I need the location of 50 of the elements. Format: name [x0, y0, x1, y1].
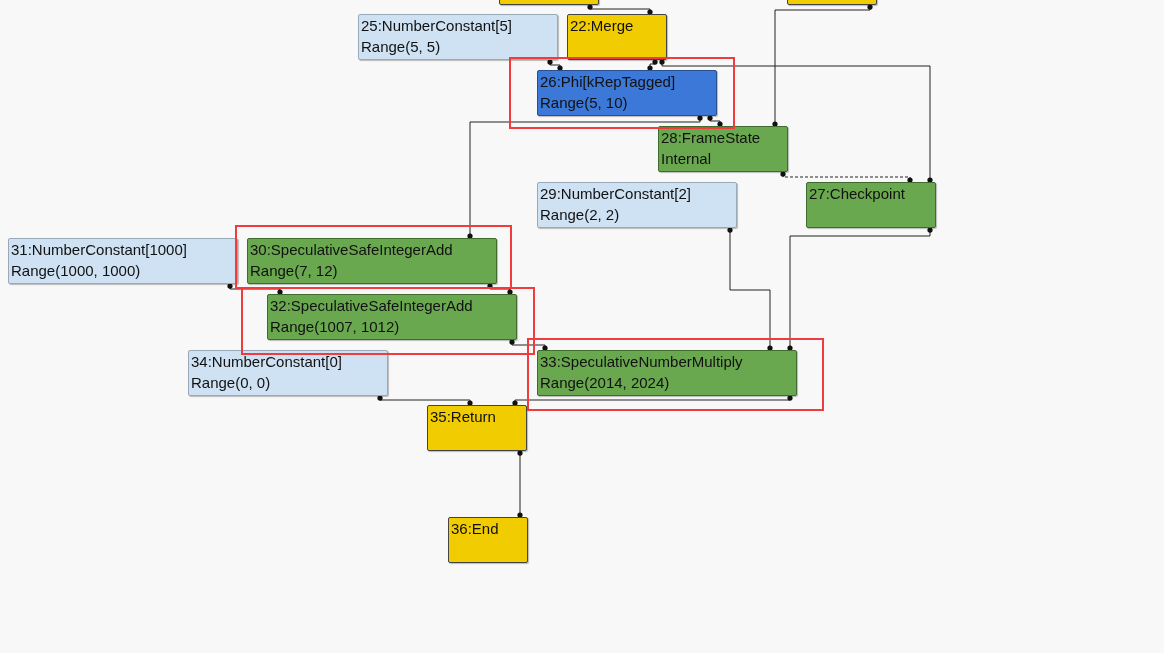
node-label: 36:End [451, 519, 500, 539]
node-label: 29:NumberConstant[2] [540, 184, 692, 204]
connector-line [727, 227, 773, 351]
connector-line [517, 450, 523, 518]
graph-node [537, 182, 737, 228]
connector-line [509, 339, 548, 351]
graph-node [806, 182, 936, 228]
node-label: Range(2, 2) [540, 205, 621, 225]
graph-node [247, 238, 497, 284]
connector-line [780, 171, 913, 183]
connector-line [659, 59, 933, 183]
connector-line [227, 283, 283, 295]
connector-line [547, 59, 563, 71]
graph-node [537, 350, 797, 396]
connector-line [512, 395, 793, 406]
connector-line [467, 115, 703, 239]
graph-node [537, 70, 717, 116]
connector-line [707, 115, 723, 127]
node-label: 22:Merge [570, 16, 635, 36]
connector-line [787, 227, 933, 351]
node-label: 32:SpeculativeSafeIntegerAdd [270, 296, 474, 316]
node-label: Range(1007, 1012) [270, 317, 401, 337]
node-label: Range(2014, 2024) [540, 373, 671, 393]
node-label: Range(5, 10) [540, 93, 629, 113]
connector-line [487, 283, 513, 295]
node-label: 26:Phi[kRepTagged] [540, 72, 677, 92]
node-label: 25:NumberConstant[5] [361, 16, 513, 36]
connector-line [647, 59, 658, 71]
connector-line [377, 395, 473, 406]
graph-node [427, 405, 527, 451]
node-label: Range(5, 5) [361, 37, 442, 57]
graph-node [8, 238, 238, 284]
connector-line [772, 4, 873, 127]
graph-node [267, 294, 517, 340]
graph-node [567, 14, 667, 60]
node-label: 30:SpeculativeSafeIntegerAdd [250, 240, 454, 260]
node-label: 31:NumberConstant[1000] [11, 240, 188, 260]
node-label: Range(1000, 1000) [11, 261, 142, 281]
node-label: Range(7, 12) [250, 261, 339, 281]
node-label: Range(0, 0) [191, 373, 272, 393]
node-label: 27:Checkpoint [809, 184, 906, 204]
graph-node [448, 517, 528, 563]
node-label: 35:Return [430, 407, 497, 427]
node-label: 28:FrameState Internal [661, 128, 762, 169]
node-label: 33:SpeculativeNumberMultiply [540, 352, 744, 372]
graph-node [188, 350, 388, 396]
connector-line [587, 4, 653, 15]
graph-node [358, 14, 558, 60]
node-label: 34:NumberConstant[0] [191, 352, 343, 372]
graph-node [658, 126, 788, 172]
